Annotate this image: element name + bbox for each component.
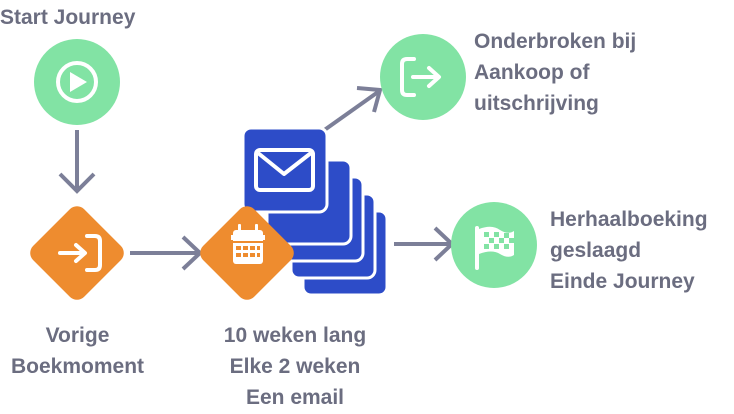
exit-label-line-1: Onderbroken bij — [474, 30, 637, 53]
sign-out-icon — [400, 57, 441, 97]
email-stack — [241, 126, 389, 297]
exit-node — [380, 34, 466, 120]
play-icon — [56, 61, 98, 103]
start-label: Start Journey — [0, 6, 136, 29]
connector-emails-to-finish — [394, 226, 455, 262]
start-node — [34, 39, 120, 125]
campaign-label: 10 weken lang Elke 2 weken Een email — [205, 320, 385, 413]
exit-label: Onderbroken bij Aankoop of uitschrijving — [474, 26, 636, 119]
entry-label-line-2: Boekmoment — [10, 355, 145, 378]
campaign-label-line-3: Een email — [245, 386, 345, 409]
entry-label-line-1: Vorige — [45, 324, 110, 347]
exit-label-line-2: Aankoop of — [474, 61, 590, 84]
entry-node — [30, 206, 124, 300]
campaign-label-line-2: Elke 2 weken — [229, 355, 361, 378]
entry-label: Vorige Boekmoment — [0, 320, 155, 382]
connector-start-to-entry — [58, 130, 96, 194]
finish-label: Herhaalboeking geslaagd Einde Journey — [550, 204, 708, 297]
finish-label-line-1: Herhaalboeking — [550, 208, 708, 231]
sign-in-icon — [58, 234, 102, 272]
finish-label-line-2: geslaagd — [550, 239, 642, 262]
calendar-icon — [231, 224, 265, 264]
finish-label-line-3: Einde Journey — [550, 270, 695, 293]
campaign-label-line-1: 10 weken lang — [223, 324, 367, 347]
exit-label-line-3: uitschrijving — [474, 92, 599, 115]
campaign-node — [200, 206, 294, 300]
envelope-icon — [254, 148, 315, 192]
connector-entry-to-campaign — [130, 235, 203, 271]
finish-node — [451, 202, 537, 288]
connector-emails-to-exit — [321, 86, 383, 133]
checkered-flag-icon — [475, 226, 514, 270]
